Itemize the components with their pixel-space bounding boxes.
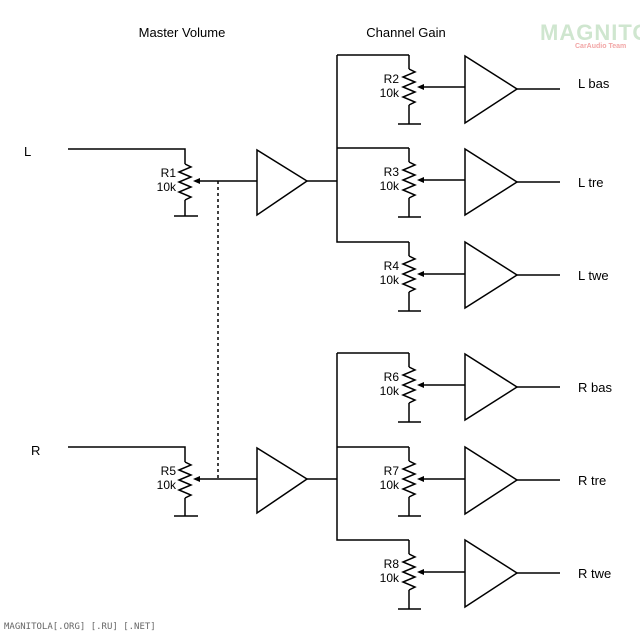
left-bus — [336, 55, 409, 243]
master-volume-header: Master Volume — [139, 25, 226, 40]
amplifier-r-twe — [464, 538, 519, 609]
resistor-r8 — [401, 553, 417, 591]
input-label-right: R — [31, 443, 40, 458]
pot-ref-r6: R6 — [384, 370, 400, 384]
wiper-arrow-r2 — [417, 84, 424, 90]
amplifier-master-right — [256, 446, 309, 515]
resistor-r5 — [177, 461, 193, 499]
pot-value-r2: 10k — [380, 86, 400, 100]
amplifier-l-twe — [464, 240, 519, 310]
channel-stage-l-tre: R3 10k L tre — [380, 147, 604, 218]
wiper-arrow-r6 — [417, 382, 424, 388]
channel-stage-l-bas: R2 10k L bas — [380, 54, 610, 125]
wiper-arrow-r3 — [417, 177, 424, 183]
wiper-arrow-r5 — [193, 476, 200, 482]
master-left-section: R1 10k — [68, 148, 337, 217]
output-label-l-tre: L tre — [578, 175, 604, 190]
output-label-r-bas: R bas — [578, 380, 612, 395]
pot-value-r6: 10k — [380, 384, 400, 398]
footer-text: MAGNITOLA[.ORG] [.RU] [.NET] — [4, 622, 156, 632]
resistor-r1 — [177, 163, 193, 201]
logo-main-text: MAGNITOLA — [540, 20, 640, 45]
wiper-arrow-r8 — [417, 569, 424, 575]
wiper-arrow-r1 — [193, 178, 200, 184]
resistor-r3 — [401, 161, 417, 199]
logo-sub-text: CarAudio Team — [575, 43, 626, 50]
pot-ref-r1: R1 — [161, 166, 177, 180]
channel-stage-r-tre: R7 10k R tre — [380, 445, 606, 517]
pot-value-r1: 10k — [157, 180, 177, 194]
output-label-l-bas: L bas — [578, 76, 610, 91]
amplifier-master-left — [256, 148, 309, 217]
resistor-r4 — [401, 255, 417, 293]
pot-ref-r7: R7 — [384, 464, 400, 478]
pot-value-r7: 10k — [380, 478, 400, 492]
output-label-r-twe: R twe — [578, 566, 611, 581]
channel-gain-header: Channel Gain — [366, 25, 446, 40]
master-right-section: R5 10k — [68, 446, 337, 517]
pot-ref-r8: R8 — [384, 557, 400, 571]
output-label-l-twe: L twe — [578, 268, 609, 283]
pot-ref-r4: R4 — [384, 259, 400, 273]
pot-value-r4: 10k — [380, 273, 400, 287]
channel-stage-r-twe: R8 10k R twe — [380, 538, 611, 610]
wiper-arrow-r4 — [417, 271, 424, 277]
channel-stage-l-twe: R4 10k L twe — [380, 240, 609, 312]
pot-value-r8: 10k — [380, 571, 400, 585]
wire-input-left — [68, 148, 186, 164]
channel-stage-r-bas: R6 10k R bas — [380, 352, 612, 423]
right-bus — [336, 353, 409, 541]
pot-value-r3: 10k — [380, 179, 400, 193]
amplifier-l-bas — [464, 54, 519, 125]
resistor-r2 — [401, 68, 417, 106]
amplifier-r-tre — [464, 445, 519, 516]
output-label-r-tre: R tre — [578, 473, 606, 488]
magnitola-logo: MAGNITOLA CarAudio Team — [540, 20, 640, 50]
resistor-r6 — [401, 366, 417, 404]
pot-ref-r3: R3 — [384, 165, 400, 179]
wire-input-right — [68, 446, 186, 462]
pot-ref-r5: R5 — [161, 464, 177, 478]
pot-ref-r2: R2 — [384, 72, 400, 86]
resistor-r7 — [401, 460, 417, 498]
amplifier-l-tre — [464, 147, 519, 217]
amplifier-r-bas — [464, 352, 519, 422]
wiper-arrow-r7 — [417, 476, 424, 482]
input-label-left: L — [24, 144, 31, 159]
pot-value-r5: 10k — [157, 478, 177, 492]
